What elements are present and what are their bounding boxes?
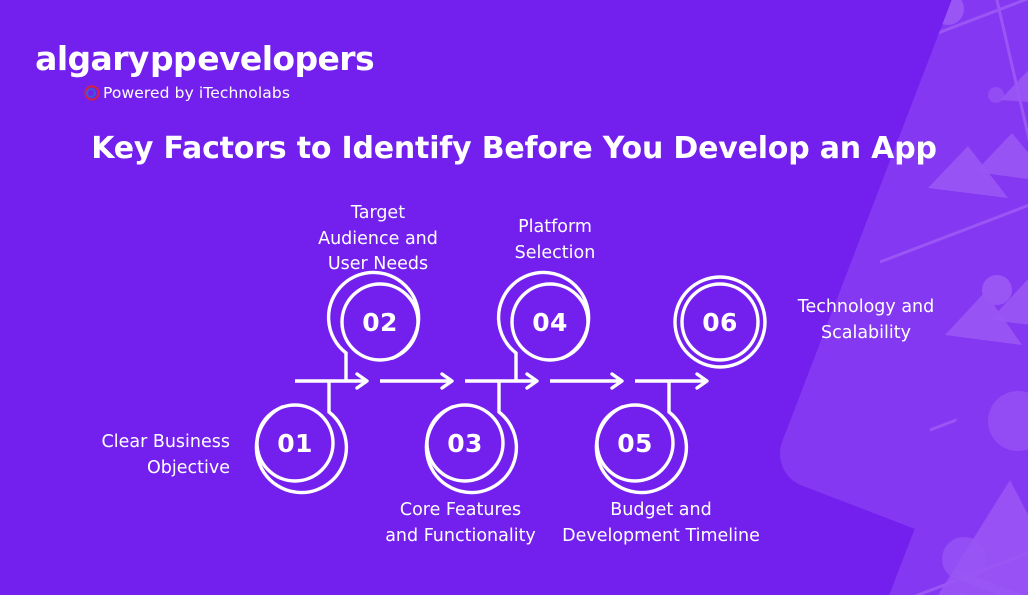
step-ring-04[interactable] [496, 270, 591, 381]
step-label-05: Budget and Development Timeline [562, 500, 760, 546]
logo-tagline-text: Powered by iTechnolabs [103, 84, 291, 102]
step-label-01: Clear Business Objective [101, 432, 231, 478]
step-label-02: Target Audience and User Needs [318, 203, 438, 275]
logo-word-calgary: algary [35, 38, 149, 78]
step-label-03: Core Features and Functionality [385, 500, 536, 546]
step-ring-02[interactable] [326, 270, 421, 381]
logo-word-app: pp [150, 38, 197, 78]
step-ring-03[interactable] [424, 381, 519, 495]
logo-word-developers: evelopers [197, 38, 374, 78]
flow-arrowheads [355, 372, 709, 390]
brand-logo[interactable]: algary pp evelopers Powered by i [34, 38, 375, 102]
logo-wordmark: algary pp evelopers [34, 38, 375, 78]
page-title: Key Factors to Identify Before You Devel… [91, 131, 937, 166]
step-label-04: Platform Selection [514, 217, 596, 263]
logo-tagline: Powered by iTechnolabs [84, 84, 374, 102]
step-ring-01[interactable] [254, 381, 349, 495]
step-label-06: Technology and Scalability [797, 297, 935, 343]
step-ring-05[interactable] [594, 381, 689, 495]
step-ring-06[interactable] [673, 275, 767, 369]
ring-mark-icon [84, 85, 100, 101]
